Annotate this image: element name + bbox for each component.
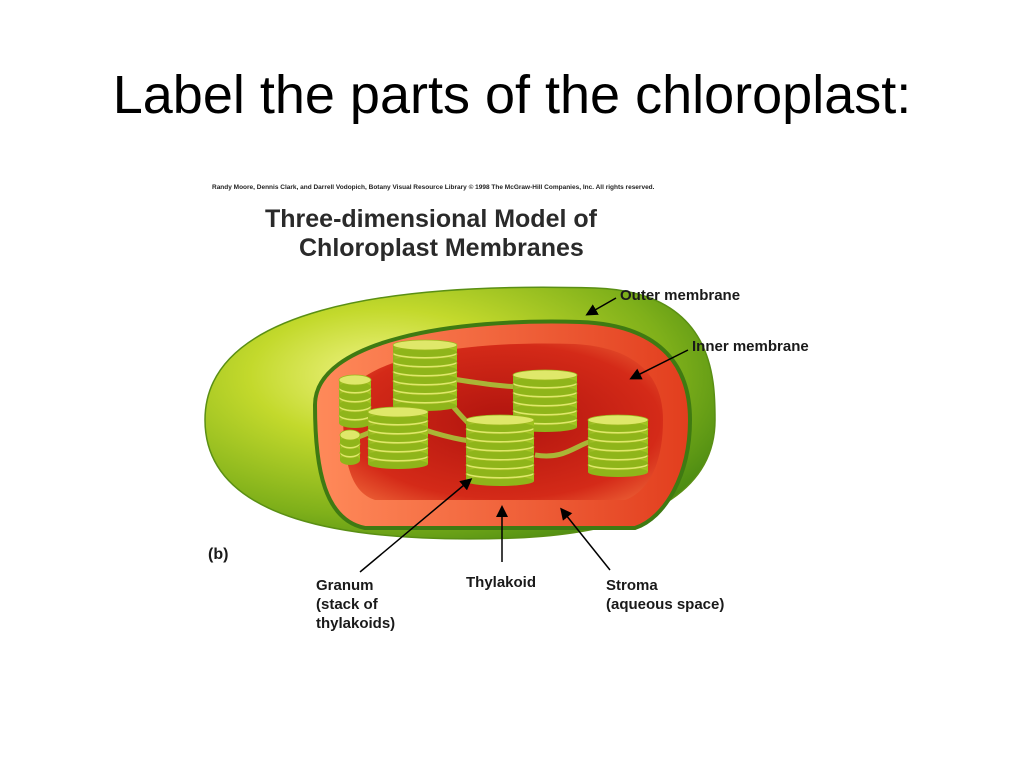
thylakoid-disc-top	[339, 429, 361, 441]
label-granum: Granum (stack of thylakoids)	[316, 576, 395, 633]
figure-credit: Randy Moore, Dennis Clark, and Darrell V…	[212, 184, 655, 191]
label-outer-membrane: Outer membrane	[620, 287, 741, 304]
label-stroma-line1: Stroma	[606, 577, 658, 594]
thylakoid-disc-top	[392, 339, 458, 351]
grana-stacks	[338, 339, 649, 486]
thylakoid-disc-top	[367, 406, 429, 418]
label-stroma-line2: (aqueous space)	[606, 596, 725, 613]
figure-title: Three-dimensional Model of Chloroplast M…	[265, 205, 685, 263]
thylakoid-disc-top	[587, 414, 649, 426]
thylakoid-disc-top	[338, 374, 372, 386]
slide-title: Label the parts of the chloroplast:	[112, 65, 912, 125]
label-thylakoid: Thylakoid	[466, 574, 537, 591]
chloroplast-diagram	[204, 286, 716, 540]
figure-title-line1: Three-dimensional Model of	[265, 205, 597, 233]
stroma-arrow	[560, 507, 611, 571]
granum-stack	[367, 406, 429, 469]
inner-membrane-arrow	[629, 349, 689, 380]
label-inner-membrane: Inner membrane	[692, 338, 809, 355]
figure-title-line2: Chloroplast Membranes	[299, 234, 584, 262]
granum-stack	[339, 429, 361, 465]
granum-arrow	[359, 478, 473, 573]
granum-stack	[338, 374, 372, 428]
granum-stack	[465, 414, 535, 486]
thylakoid-disc-top	[512, 369, 578, 381]
outer-membrane-arrow	[585, 297, 617, 316]
granum-stack	[587, 414, 649, 477]
label-granum-line2: (stack of	[316, 596, 378, 613]
label-granum-line1: Granum	[316, 577, 374, 594]
panel-letter: (b)	[208, 546, 229, 563]
label-stroma: Stroma (aqueous space)	[606, 576, 724, 614]
thylakoid-disc-top	[465, 414, 535, 426]
label-granum-line3: thylakoids)	[316, 615, 396, 632]
